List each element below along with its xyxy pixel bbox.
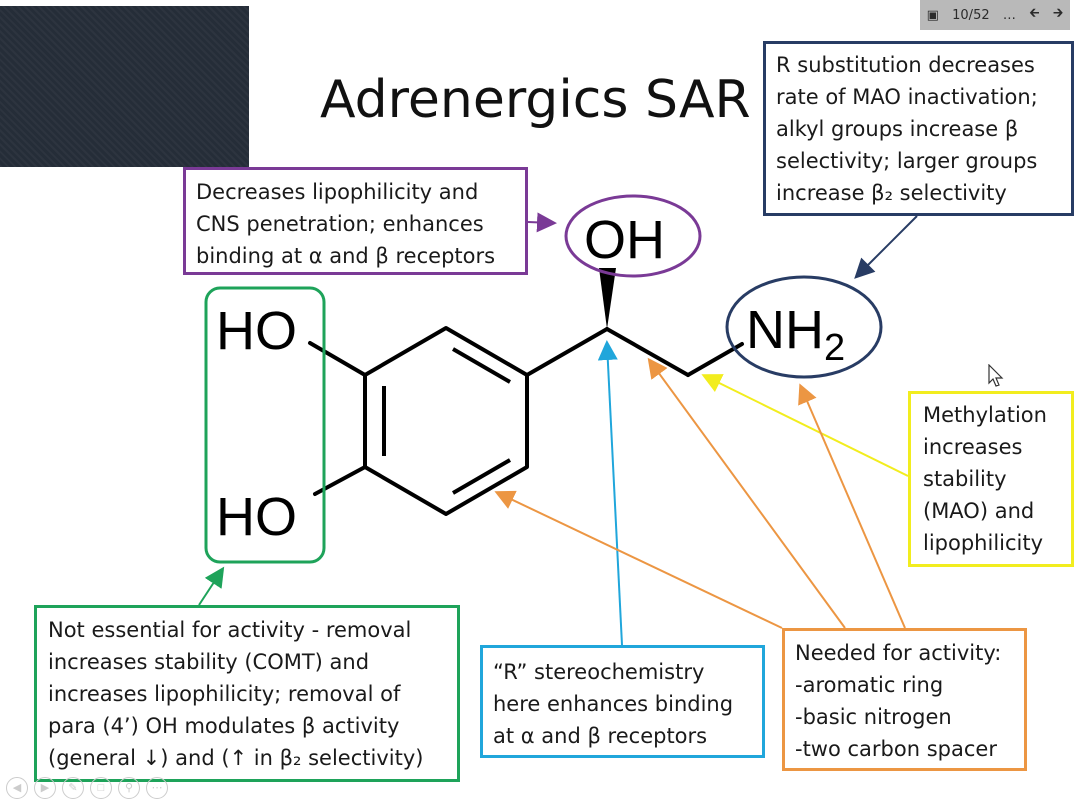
- arrow-left-icon[interactable]: 🡰: [1029, 6, 1040, 21]
- catechol-note-box: Not essential for activity - removal inc…: [34, 605, 460, 782]
- presentation-toolbar: ▣ 10/52 … 🡰 🡲: [920, 0, 1070, 30]
- screen-icon[interactable]: ▣: [926, 7, 939, 23]
- wedge-bond: [599, 268, 616, 329]
- required-features-note-box: Needed for activity: -aromatic ring -bas…: [782, 628, 1027, 771]
- benzene-ring: [363, 326, 529, 516]
- arrow-orange-ring: [494, 490, 783, 629]
- prev-slide-icon[interactable]: ◀: [6, 777, 28, 799]
- play-icon[interactable]: ▶: [34, 777, 56, 799]
- arrow-orange-spacer: [647, 357, 846, 629]
- arrow-green: [198, 566, 225, 606]
- pen-icon[interactable]: ✎: [62, 777, 84, 799]
- stereochemistry-note-box: “R” stereochemistry here enhances bindin…: [480, 645, 765, 758]
- amine-label: NH2: [746, 300, 845, 369]
- zoom-icon[interactable]: ⚲: [118, 777, 140, 799]
- arrow-purple: [527, 212, 557, 233]
- slide-title: Adrenergics SAR: [320, 70, 751, 130]
- menu-icon[interactable]: ⋯: [146, 777, 168, 799]
- arrow-blue: [597, 340, 623, 646]
- slides-icon[interactable]: □: [90, 777, 112, 799]
- oh-highlight: [564, 194, 702, 278]
- slide-controls: ◀ ▶ ✎ □ ⚲ ⋯: [6, 777, 168, 799]
- amine-highlight: [725, 275, 883, 379]
- hydroxyl-note-box: Decreases lipophilicity and CNS penetrat…: [183, 167, 528, 275]
- r-substitution-note-box: R substitution decreases rate of MAO ina…: [763, 41, 1074, 216]
- video-overlay-panel: [0, 6, 249, 167]
- ho-lower-label: HO: [216, 487, 297, 547]
- methylation-note-box: Methylation increases stability (MAO) an…: [908, 391, 1074, 567]
- more-icon[interactable]: …: [1002, 7, 1016, 23]
- arrow-orange-nitrogen: [798, 383, 906, 629]
- page-counter: 10/52: [952, 7, 990, 23]
- catechol-highlight: [204, 286, 326, 564]
- arrow-navy: [854, 215, 918, 279]
- arrow-right-icon[interactable]: 🡲: [1052, 6, 1064, 21]
- arrow-yellow: [701, 374, 909, 477]
- cursor-icon: [988, 364, 1004, 387]
- oh-top-label: OH: [584, 210, 665, 270]
- ho-upper-label: HO: [216, 301, 297, 361]
